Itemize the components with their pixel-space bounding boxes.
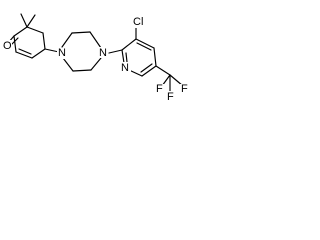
bond-ring-c5-c6-double-inner	[18, 48, 32, 55]
bond-piperazine-c3-n4	[89, 31, 102, 49]
atom-f-upper-right-background	[180, 84, 190, 95]
bond-ring-c4-c5	[31, 48, 46, 59]
atom-fluorine-lower-label: F	[167, 91, 174, 103]
bond-piperazine-c6-n1	[62, 57, 74, 72]
atom-o-background	[2, 40, 12, 51]
bond-piperazine-n1-c2	[61, 32, 73, 48]
bond-pyridine-c6-n	[128, 69, 143, 77]
bond-methyl-1	[20, 13, 28, 28]
cyclohexenone-ring	[7, 13, 60, 59]
atom-nitrogen-piperazine-right-label: N	[99, 47, 107, 59]
atom-pyridine-n-background	[121, 62, 131, 73]
atom-nitrogen-piperazine-left-label: N	[58, 47, 66, 59]
bond-pyridine-c3-c4	[135, 38, 155, 49]
piperazine-ring	[61, 31, 123, 72]
atom-oxygen-label: O	[3, 40, 12, 52]
bond-ring-c6-c1	[13, 35, 17, 53]
bond-pyridine-c5-c6	[141, 65, 157, 77]
atom-nitrogen-pyridine-label: N	[121, 62, 129, 74]
bond-pyridine-c2-c3	[121, 38, 137, 51]
bond-pyridine-n-c2-inner	[125, 52, 128, 63]
bond-pyridine-c4-c5	[153, 47, 157, 67]
atom-f-upper-left-background	[155, 84, 165, 95]
atom-labels: O N N N Cl F F F	[2, 16, 190, 103]
bond-piperazine-to-pyridine	[108, 49, 123, 54]
pyridine-ring	[121, 26, 171, 77]
bond-piperazine-c5-c6	[72, 69, 92, 72]
atom-chlorine-label: Cl	[133, 16, 143, 28]
atom-cl-background	[132, 17, 148, 28]
bond-methyl-2	[26, 14, 36, 28]
bond-enamine-c-n	[44, 48, 60, 53]
bond-pyridine-n-c2	[121, 49, 125, 64]
bond-ring-c2-c3	[26, 26, 44, 34]
chemical-structure-diagram: O N N N Cl F F F	[2, 13, 190, 103]
bond-piperazine-n4-c5	[90, 57, 102, 71]
atom-fluorine-upper-right-label: F	[181, 83, 188, 95]
bond-trifluoromethyl	[155, 65, 171, 76]
bond-piperazine-c2-c3	[71, 31, 91, 34]
atom-fluorine-upper-left-label: F	[156, 83, 163, 95]
bond-pyridine-c5-c6-inner	[140, 63, 153, 73]
bond-pyridine-c3-c4-inner	[136, 42, 152, 51]
atom-n-left-background	[57, 48, 67, 59]
bond-ring-c3-c4	[42, 32, 46, 50]
bond-ring-c1-c2	[13, 26, 28, 37]
bond-ring-c5-c6-double-outer	[15, 51, 33, 59]
atom-f-lower-background	[166, 91, 176, 102]
atom-n-right-background	[98, 47, 108, 58]
trifluoromethyl-group	[161, 74, 184, 92]
